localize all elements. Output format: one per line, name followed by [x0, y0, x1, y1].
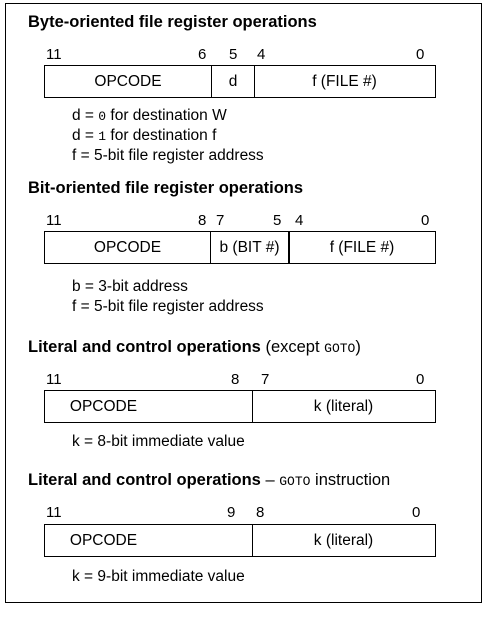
bit-label: 11: [46, 371, 62, 388]
field-file: f (FILE #): [254, 66, 434, 97]
register-format-byte: OPCODE d f (FILE #): [44, 65, 436, 98]
title-rest: (except: [260, 338, 325, 356]
title-rest: –: [260, 471, 280, 489]
bit-label: 0: [412, 504, 421, 521]
note-code: 0: [98, 109, 107, 124]
bit-label: 4: [257, 46, 266, 63]
title-code: GOTO: [279, 474, 311, 489]
note-text: d =: [72, 107, 99, 124]
bit-label: 0: [416, 46, 425, 63]
title-rest: instruction: [310, 471, 391, 489]
bit-label: 0: [416, 371, 425, 388]
section-title-goto: Literal and control operations – GOTO in…: [28, 471, 390, 490]
bit-label: 5: [273, 212, 282, 229]
title-bold: Literal and control operations: [28, 471, 261, 489]
bit-label: 0: [421, 212, 430, 229]
section-title-byte-oriented: Byte-oriented file register operations: [28, 13, 317, 31]
field-opcode: OPCODE: [69, 531, 138, 549]
bit-label: 5: [229, 46, 238, 63]
bit-label: 8: [256, 504, 265, 521]
bit-label: 11: [46, 46, 62, 63]
title-code: GOTO: [324, 341, 356, 356]
note-text: d =: [72, 127, 99, 144]
bit-label: 8: [198, 212, 207, 229]
field-bit-number: b (BIT #): [210, 232, 288, 263]
note-f-address: f = 5-bit file register address: [72, 298, 264, 315]
note-f-address: f = 5-bit file register address: [72, 147, 264, 164]
bit-label: 8: [231, 371, 240, 388]
title-bold: Literal and control operations: [28, 338, 261, 356]
note-d-one: d = 1 for destination f: [72, 126, 216, 147]
field-d: d: [211, 66, 254, 97]
register-format-goto: OPCODE k (literal): [44, 524, 436, 557]
bit-label: 7: [216, 212, 225, 229]
bit-label: 11: [46, 504, 62, 521]
bit-label: 6: [198, 46, 207, 63]
note-k-9bit: k = 9-bit immediate value: [72, 568, 245, 585]
bit-label: 11: [46, 212, 62, 229]
field-file: f (FILE #): [288, 232, 434, 263]
note-k-8bit: k = 8-bit immediate value: [72, 433, 245, 450]
register-format-bit: OPCODE b (BIT #) f (FILE #): [44, 231, 436, 264]
section-title-bit-oriented: Bit-oriented file register operations: [28, 179, 304, 197]
note-text: for destination W: [106, 107, 227, 124]
bit-label: 7: [261, 371, 270, 388]
field-literal: k (literal): [252, 525, 434, 556]
title-rest: ): [355, 338, 361, 356]
section-title-literal-control: Literal and control operations (except G…: [28, 338, 361, 357]
bit-label: 4: [295, 212, 304, 229]
register-format-literal: OPCODE k (literal): [44, 390, 436, 423]
diagram-frame: [5, 3, 482, 603]
bit-label: 9: [227, 504, 236, 521]
note-text: for destination f: [106, 127, 217, 144]
field-literal: k (literal): [252, 391, 434, 422]
note-b-address: b = 3-bit address: [72, 278, 188, 295]
note-code: 1: [98, 129, 107, 144]
field-opcode: OPCODE: [69, 397, 138, 415]
field-opcode: OPCODE: [93, 238, 162, 256]
note-d-zero: d = 0 for destination W: [72, 106, 227, 127]
field-opcode: OPCODE: [94, 72, 162, 90]
